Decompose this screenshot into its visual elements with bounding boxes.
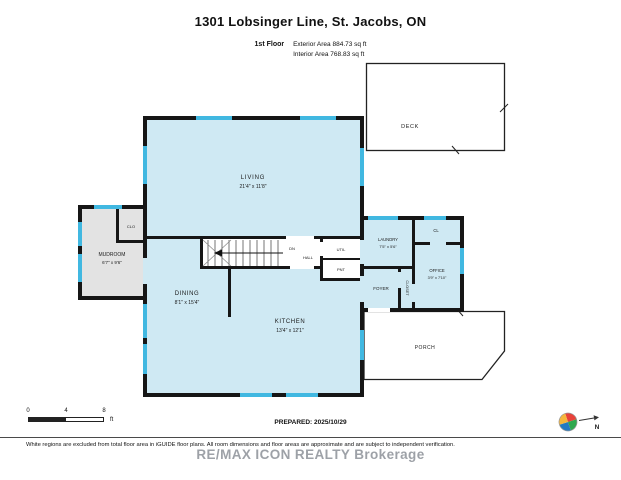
deck-break-mark [499,103,509,113]
room-mudroom-area [80,207,147,298]
deck-break-mark [451,145,460,155]
room-fills [80,118,462,395]
footer-divider [0,437,621,438]
room-dims-dining: 8'1" x 15'4" [175,300,200,306]
compass-icon: N [558,412,600,432]
floor-info: 1st Floor Exterior Area 884.73 sq ft Int… [0,41,621,60]
door-openings [143,236,446,312]
room-dims-living: 21'4" x 11'8" [239,184,266,190]
floor-label: 1st Floor [254,41,285,48]
scale-bar: 0 4 8 ft [26,408,138,430]
room-label-living: LIVING [241,175,265,181]
scale-tick-8: 8 [102,408,106,414]
room-label-mudroom: MUDROOM [99,252,126,258]
room-label-closet: CLOSET [405,280,409,296]
stairs [202,239,283,267]
room-label-dining: DINING [175,291,200,297]
room-dims-office: 3'9" x 7'10" [428,276,447,280]
room-labels: LIVING 21'4" x 11'8" DECK MUDROOM 6'7" x… [99,124,447,351]
room-label-laundry: LAUNDRY [378,237,398,242]
room-label-cl: CL [433,228,439,233]
exterior-area: Exterior Area 884.73 sq ft [293,41,367,48]
room-label-deck: DECK [401,124,419,130]
room-living-area [145,118,362,238]
room-kitchen-area [228,266,362,395]
room-dims-laundry: 7'5" x 5'6" [379,244,397,249]
room-dims-mudroom: 6'7" x 9'6" [102,260,122,265]
room-label-office: OFFICE [429,268,445,273]
room-dims-kitchen: 13'4" x 12'1" [276,328,304,334]
scale-bar-rule [28,417,104,422]
room-label-pnt: PNT [337,267,346,272]
room-label-foyer: FOYER [373,286,389,291]
room-label-kitchen: KITCHEN [275,319,306,325]
room-label-hall: HALL [303,255,314,260]
page-title: 1301 Lobsinger Line, St. Jacobs, ON [194,14,427,29]
interior-area: Interior Area 768.83 sq ft [293,51,365,59]
north-arrow [578,417,595,421]
windows [78,116,464,397]
area-summary: Exterior Area 884.73 sq ft Interior Area… [293,41,366,60]
scale-tick-0: 0 [26,408,30,414]
north-label: N [595,424,600,431]
room-label-util: UTIL [337,247,346,252]
footer-disclaimer: White regions are excluded from total fl… [26,442,455,448]
room-label-porch: PORCH [415,345,436,351]
prepared-date: PREPARED: 2025/10/29 [274,419,347,426]
deck-outline [365,62,509,155]
scale-tick-4: 4 [64,408,68,414]
scale-unit: ft [110,417,114,423]
compass-rose [558,412,578,432]
room-label-clo: CLO [127,224,135,229]
brokerage-watermark: RE/MAX ICON REALTY Brokerage [196,447,425,462]
label-dn: DN [289,246,295,251]
porch-outline [363,306,506,381]
